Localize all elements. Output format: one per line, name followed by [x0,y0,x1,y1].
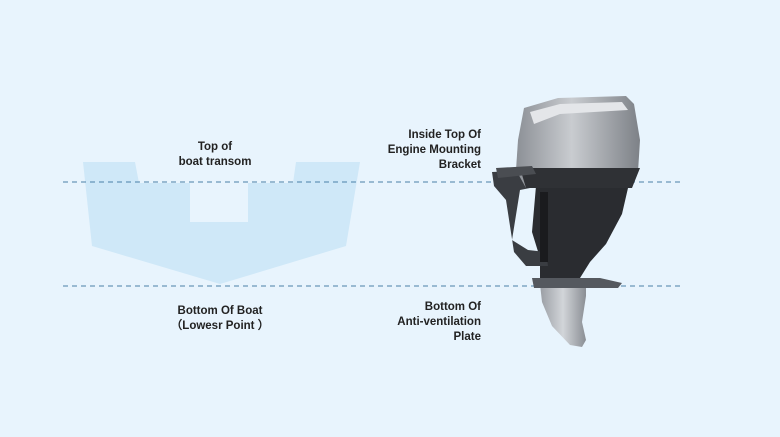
boat-bottom-label: Bottom Of Boat （Lowesr Point ） [160,304,280,334]
transom-top-label-line-2: boat transom [178,156,252,168]
plate-bottom-label-line-3: Plate [453,331,482,343]
outboard-motor-icon [492,96,640,347]
plate-bottom-label-line-1: Bottom Of [424,301,481,313]
boat-bottom-label-line-1: Bottom Of Boat [177,305,263,317]
boat-hull-icon [83,162,360,284]
bracket-top-label-line-3: Bracket [438,159,481,171]
plate-bottom-label-line-2: Anti-ventilation [397,316,481,328]
plate-bottom-label: Bottom Of Anti-ventilation Plate [360,300,481,345]
transom-top-label: Top of boat transom [160,140,270,170]
transom-top-label-line-1: Top of [197,141,233,153]
boat-bottom-label-line-2: （Lowesr Point ） [170,320,270,332]
bracket-top-label-line-1: Inside Top Of [408,129,481,141]
bracket-top-label-line-2: Engine Mounting [387,144,481,156]
bracket-top-label: Inside Top Of Engine Mounting Bracket [360,128,481,173]
